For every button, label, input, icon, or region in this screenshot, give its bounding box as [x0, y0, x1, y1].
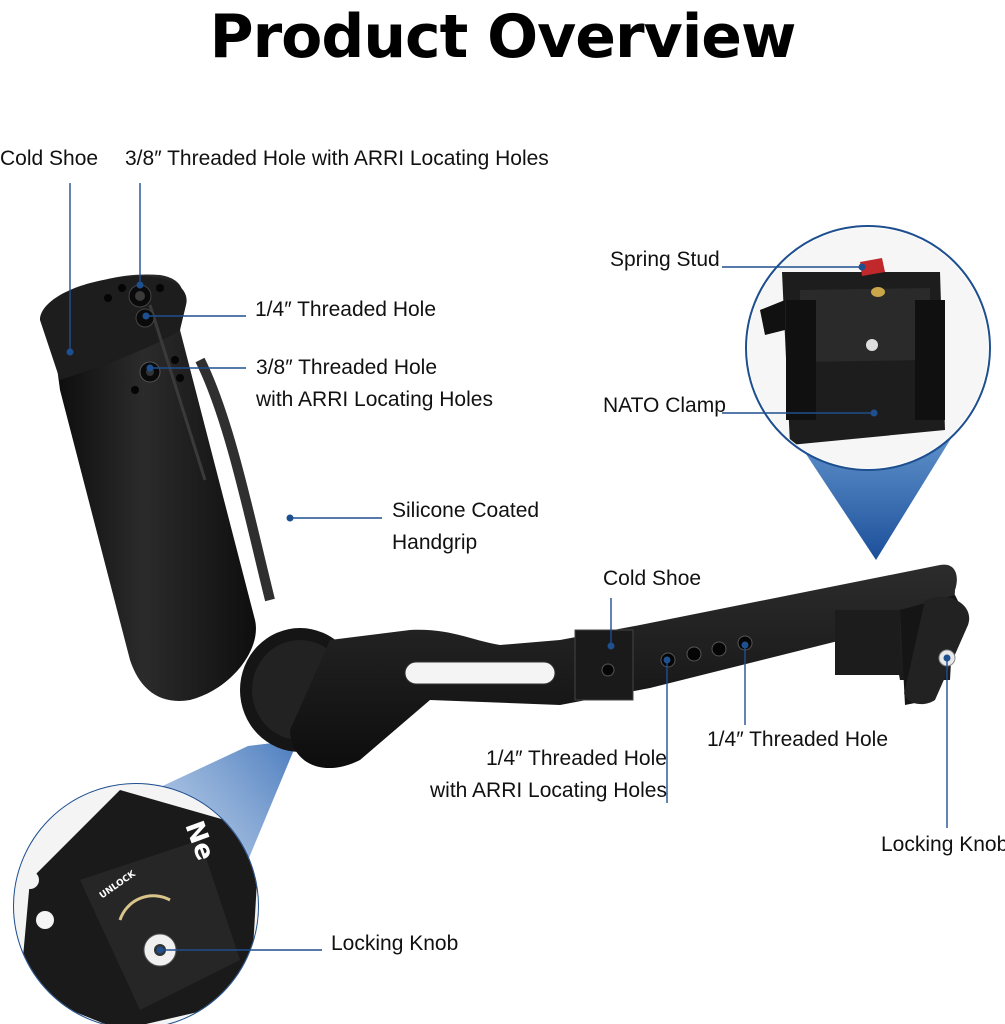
threaded-14-arm-marker — [741, 641, 749, 649]
label-locking-knob-right: Locking Knob — [881, 833, 1005, 856]
spring-stud-marker — [858, 263, 866, 271]
label-threaded-38-arri-side: 3/8″ Threaded Hole with ARRI Locating Ho… — [256, 356, 493, 411]
threaded-38-side-marker — [146, 364, 154, 372]
label-threaded-14-arri-arm: 1/4″ Threaded Hole with ARRI Locating Ho… — [430, 747, 667, 802]
locking-knob-inset-marker — [156, 946, 164, 954]
cold-shoe-arm-marker — [607, 642, 615, 650]
label-threaded-38-arri-top: 3/8″ Threaded Hole with ARRI Locating Ho… — [125, 147, 549, 170]
grip-top-holes — [104, 284, 184, 394]
label-handgrip: Silicone Coated Handgrip — [392, 499, 540, 554]
label-locking-knob-inset: Locking Knob — [331, 932, 459, 955]
extension-arm — [290, 564, 970, 769]
label-spring-stud: Spring Stud — [610, 248, 720, 271]
locking-knob-right-marker — [943, 654, 951, 662]
threaded-38-top-marker — [136, 281, 144, 289]
cold-shoe-top-marker — [66, 348, 74, 356]
label-cold-shoe-arm: Cold Shoe — [603, 567, 702, 590]
threaded-14-top-marker — [142, 312, 150, 320]
label-cold-shoe-top: Cold Shoe — [0, 147, 99, 170]
handgrip-marker — [286, 514, 294, 522]
nato-clamp-inset — [745, 225, 991, 471]
threaded-14-arri-arm-marker — [663, 656, 671, 664]
handgrip — [40, 274, 275, 701]
label-threaded-14-arm: 1/4″ Threaded Hole — [707, 728, 889, 751]
label-threaded-14-top: 1/4″ Threaded Hole — [255, 298, 437, 321]
locking-knob-inset: Ne — [13, 783, 259, 1024]
nato-clamp-marker — [870, 409, 878, 417]
page-title: Product Overview — [209, 2, 797, 72]
label-nato-clamp: NATO Clamp — [603, 394, 726, 417]
